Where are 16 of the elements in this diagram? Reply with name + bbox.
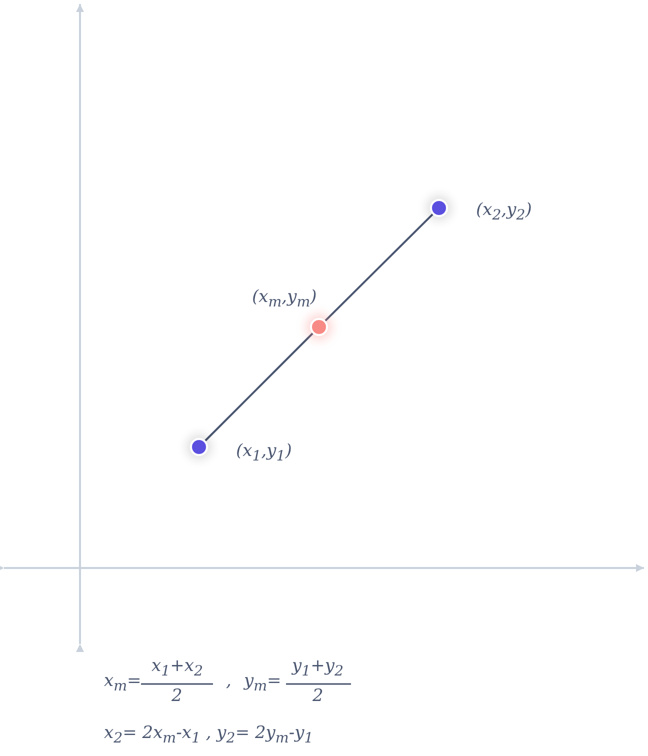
point-label: (x$_{m}$,y$_{m}$) bbox=[252, 287, 317, 312]
line-segment bbox=[324, 214, 434, 322]
point-dot bbox=[430, 199, 448, 217]
formula-text: , bbox=[226, 671, 232, 692]
numerator: y$_{1}$+y$_{2}$ bbox=[292, 656, 344, 680]
formula-text: y$_{m}$= bbox=[244, 671, 282, 696]
line-segment bbox=[204, 332, 314, 442]
point-label: (x$_{2}$,y$_{2}$) bbox=[476, 200, 532, 224]
denominator: 2 bbox=[172, 686, 182, 706]
formula-text: x$_{m}$= bbox=[104, 671, 142, 696]
formula-text: x$_{2}$= 2x$_{m}$-x$_{1}$ , y$_{2}$= 2y$_{m}$-y$_{1}$ bbox=[104, 723, 314, 748]
denominator: 2 bbox=[312, 686, 324, 706]
numerator: x$_{1}$+x$_{2}$ bbox=[152, 656, 203, 680]
point-label: (x$_{1}$,y$_{1}$) bbox=[236, 441, 292, 466]
point-dot bbox=[190, 438, 208, 456]
point-dot bbox=[310, 318, 328, 336]
